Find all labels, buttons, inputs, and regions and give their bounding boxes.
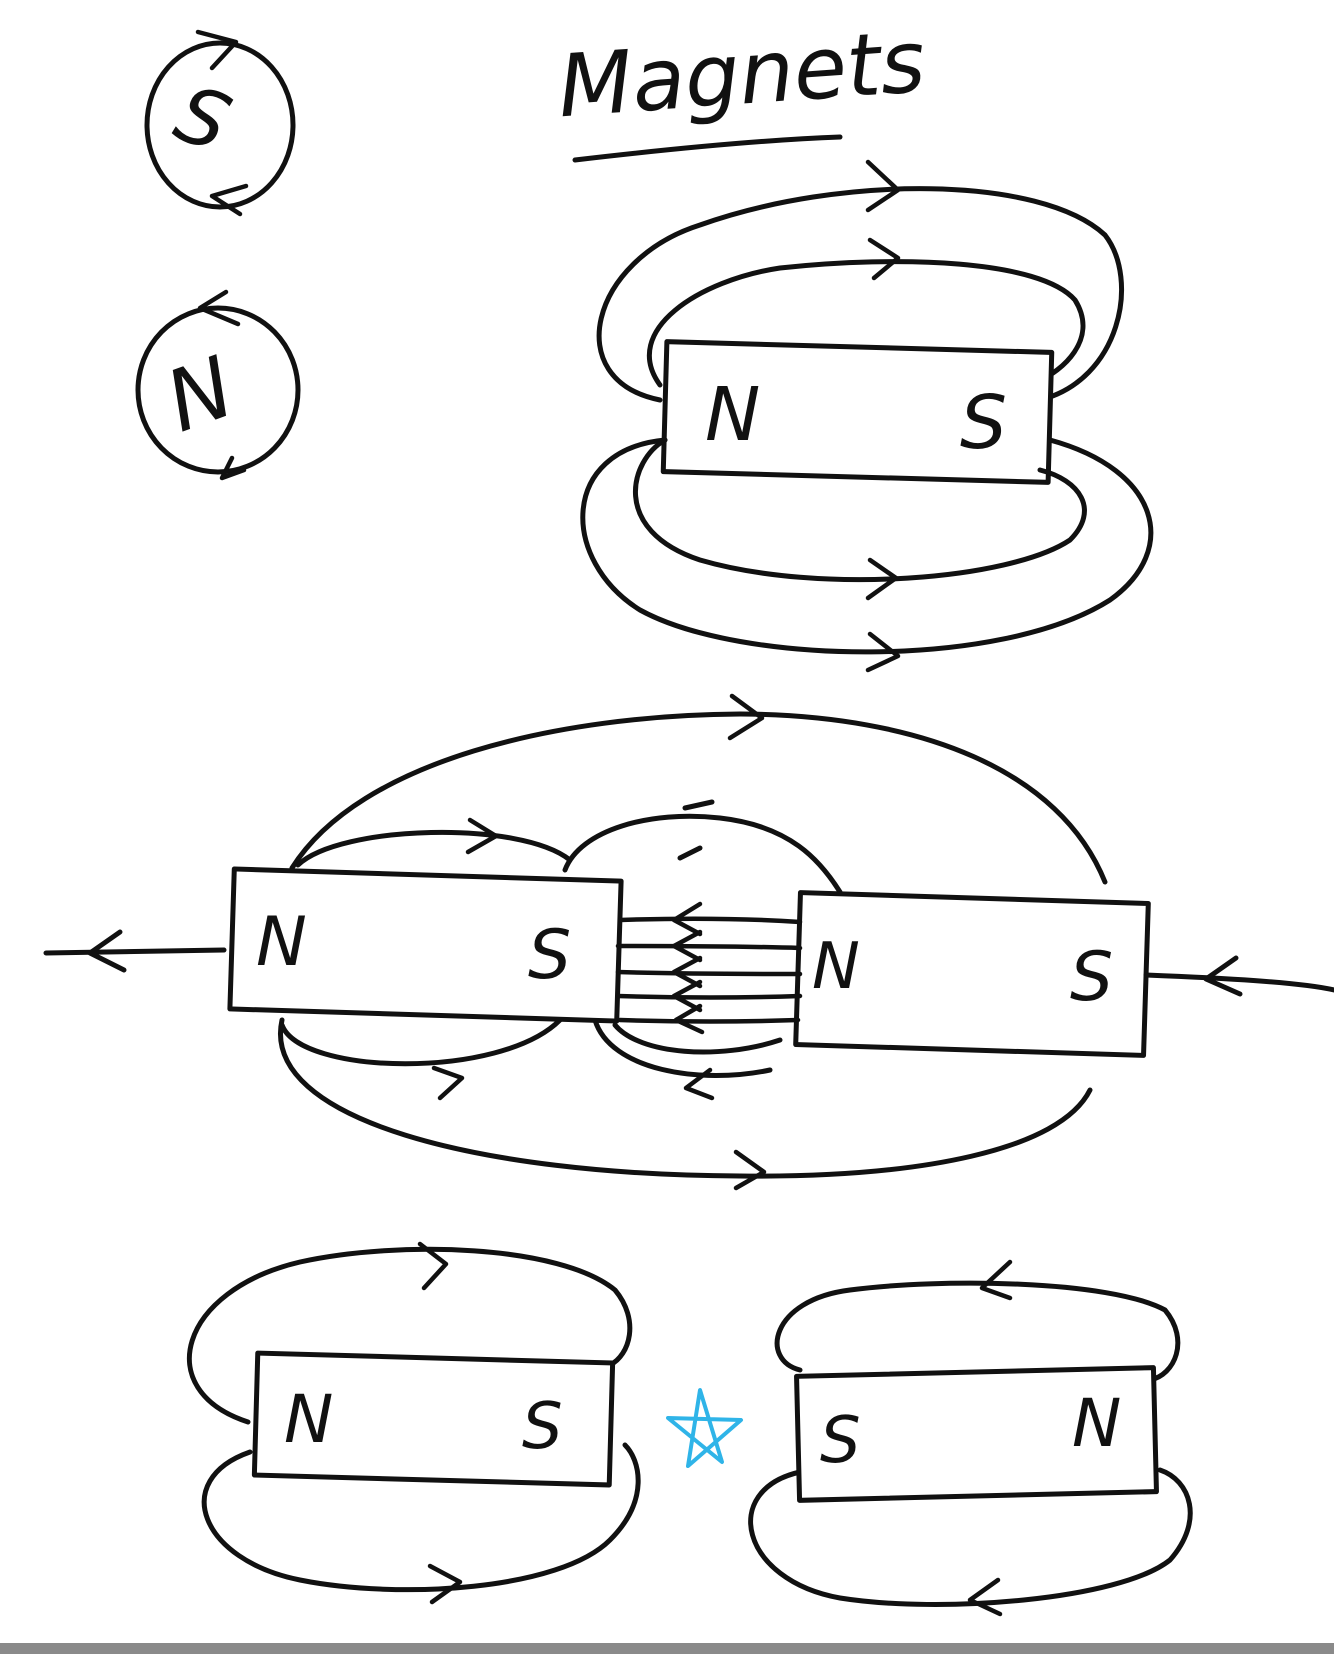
outer-field-top <box>292 714 1105 882</box>
magnet-d-pole-s: S <box>820 1404 861 1478</box>
compass-n-label: N <box>154 338 247 452</box>
single-magnet-group: N S <box>583 162 1151 670</box>
magnet-d-pole-n: N <box>1072 1385 1121 1462</box>
attracting-pair-group: N S N S <box>46 696 1334 1188</box>
magnet-a-pole-n: N <box>256 903 307 982</box>
bottom-edge-bar <box>0 1643 1334 1654</box>
gap-field-line-4 <box>618 996 800 998</box>
gap-field-line-3 <box>618 972 800 974</box>
magnet-pole-s: S <box>960 380 1007 466</box>
external-line-left <box>46 950 224 953</box>
compass-s-label: S <box>164 69 241 171</box>
magnet-c-pole-s: S <box>522 1390 563 1464</box>
compass-n-icon: N <box>138 292 298 478</box>
field-line-arrow-1 <box>868 162 898 210</box>
title-underline <box>575 137 840 160</box>
compass-s-icon: S <box>147 32 293 214</box>
repelling-pair-group: N S S N <box>189 1244 1190 1614</box>
magnet-c-pole-n: N <box>284 1381 333 1458</box>
magnet-a-pole-s: S <box>528 916 571 995</box>
magnet-b-pole-s: S <box>1070 938 1113 1017</box>
star-icon <box>668 1390 741 1466</box>
magnet-pole-n: N <box>705 372 760 458</box>
gap-field-line-5 <box>620 1020 798 1022</box>
gap-field-line-2 <box>618 946 800 948</box>
external-line-right <box>1146 975 1334 990</box>
page-title: Magnets <box>555 12 929 137</box>
title-group: Magnets <box>555 12 929 160</box>
field-line-arrow-2 <box>870 240 898 278</box>
gap-field-line-1 <box>620 919 800 922</box>
magnet-b-pole-n: N <box>812 930 860 1004</box>
